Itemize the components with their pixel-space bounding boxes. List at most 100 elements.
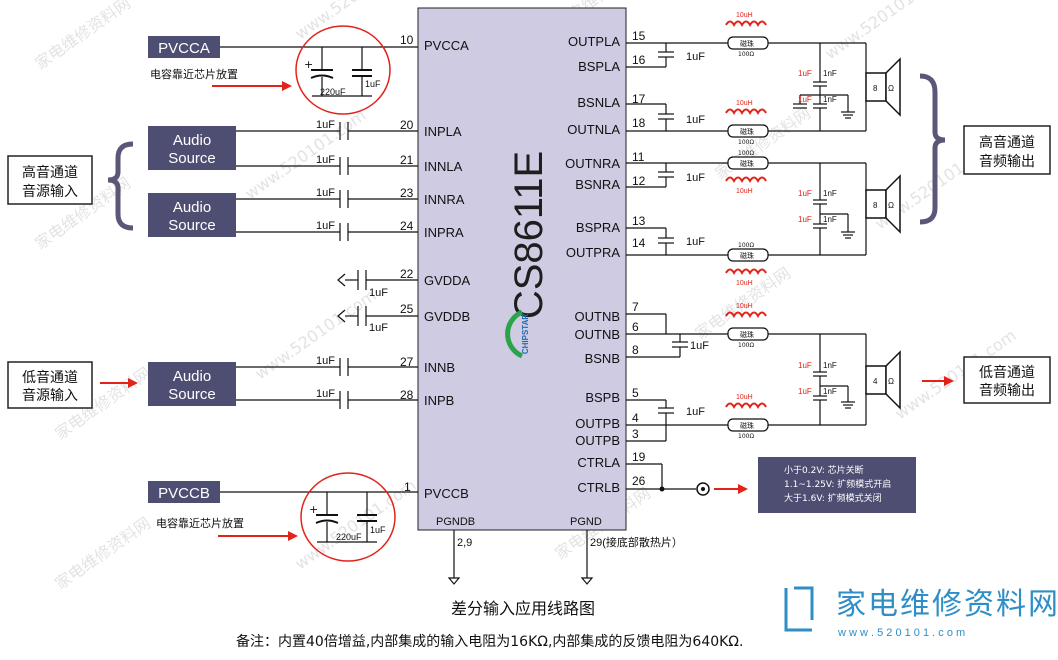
svg-text:+: + [304, 58, 313, 71]
svg-text:1uF: 1uF [686, 172, 705, 184]
bead-label-6: 磁珠 [740, 421, 754, 430]
svg-text:8: 8 [873, 84, 878, 93]
svg-text:Audio: Audio [173, 368, 211, 385]
pin-num-21: 21 [400, 153, 414, 167]
pin-label-outnla: OUTNLA [567, 122, 620, 137]
inductor-label-4: 10uH [736, 280, 753, 287]
pin-num-8: 8 [632, 343, 639, 357]
pin-num-pgndb: 2,9 [457, 537, 472, 549]
pin-label-ctrlb: CTRLB [577, 480, 620, 495]
ferrite-bead-4 [727, 248, 769, 262]
inductor-6 [725, 402, 767, 410]
inductor-5 [725, 311, 767, 319]
watermark-logo: 家电维修资料网 w w w . 5 2 0 1 0 1 . c o m [784, 586, 1058, 639]
pin-label-gvdda: GVDDA [424, 273, 471, 288]
high-output-label: 高音通道 音频输出 [963, 125, 1051, 175]
svg-text:家电维修资料网: 家电维修资料网 [836, 587, 1058, 622]
svg-text:高音通道: 高音通道 [22, 164, 78, 181]
pin-num-26: 26 [632, 474, 646, 488]
pin-num-18: 18 [632, 116, 646, 130]
pin-num-23: 23 [400, 186, 414, 200]
cap-note-top: 电容靠近芯片放置 [150, 67, 238, 81]
pin-label-bsnla: BSNLA [577, 95, 620, 110]
pin-label-bspla: BSPLA [578, 59, 620, 74]
ground-symbols-bottom [447, 530, 594, 585]
bead-label-1: 磁珠 [740, 39, 754, 48]
svg-text:音频输出: 音频输出 [979, 382, 1035, 399]
pin-num-25: 25 [400, 302, 414, 316]
decoupling-caps-top: + 220uF 1uF [295, 25, 391, 115]
bead-resistance-5: 100Ω [738, 342, 754, 349]
svg-text:1nF: 1nF [823, 387, 837, 396]
ferrite-bead-1 [727, 36, 769, 50]
svg-text:Ω: Ω [888, 84, 894, 93]
inductor-label-1: 10uH [736, 12, 753, 19]
pin-num-20: 20 [400, 118, 414, 132]
watermark-text-1: 家电维修资料网 [31, 0, 134, 73]
pin-num-3: 3 [632, 427, 639, 441]
ferrite-bead-6 [727, 418, 769, 432]
bead-resistance-3: 100Ω [738, 150, 754, 157]
pin-num-13: 13 [632, 214, 646, 228]
svg-text:1uF: 1uF [316, 154, 335, 166]
svg-text:220uF: 220uF [336, 532, 362, 542]
diagram-note: 备注：内置40倍增益,内部集成的输入电阻为16KΩ,内部集成的反馈电阻为640K… [236, 633, 743, 650]
svg-text:1nF: 1nF [823, 189, 837, 198]
pin-label-outpra: OUTPRA [566, 245, 621, 260]
pin-label-pgndb: PGNDB [436, 516, 475, 528]
svg-text:8: 8 [873, 201, 878, 210]
svg-text:高音通道: 高音通道 [979, 134, 1035, 151]
pin-label-bsnb: BSNB [585, 351, 620, 366]
pin-label-outpb-3: OUTPB [575, 433, 620, 448]
watermark-text-10: www.520101.com [251, 286, 379, 384]
svg-text:1uF: 1uF [365, 79, 381, 89]
audio-source-low: Audio Source [148, 362, 236, 406]
diagram-caption: 差分输入应用线路图 [451, 599, 595, 618]
ferrite-bead-2 [727, 124, 769, 138]
pin-label-bspb: BSPB [585, 390, 620, 405]
pin-num-24: 24 [400, 219, 414, 233]
pin-label-innra: INNRA [424, 192, 465, 207]
speaker-high-top: 8 Ω [865, 58, 901, 116]
pin-num-11: 11 [632, 150, 645, 164]
pin-label-pvccb: PVCCB [424, 486, 469, 501]
pin-label-bspra: BSPRA [576, 220, 620, 235]
svg-text:4: 4 [873, 377, 878, 386]
svg-text:1uF: 1uF [316, 388, 335, 400]
svg-text:1.1~1.25V: 扩频模式开启: 1.1~1.25V: 扩频模式开启 [784, 478, 891, 490]
pvcca-box [148, 36, 220, 58]
pin-num-6: 6 [632, 320, 639, 334]
pin-label-innla: INNLA [424, 159, 463, 174]
svg-text:1uF: 1uF [798, 387, 812, 396]
svg-text:1nF: 1nF [823, 361, 837, 370]
bead-label-2: 磁珠 [740, 127, 754, 136]
pin-label-outnb-6: OUTNB [575, 327, 621, 342]
bead-label-4: 磁珠 [740, 251, 754, 260]
bead-label-3: 磁珠 [740, 159, 754, 168]
svg-text:Ω: Ω [888, 201, 894, 210]
svg-text:Source: Source [168, 386, 216, 403]
svg-text:1uF: 1uF [686, 114, 705, 126]
chip-name: CS8611E [507, 151, 551, 319]
pin-label-pgnd: PGND [570, 516, 602, 528]
svg-text:1uF: 1uF [686, 236, 705, 248]
chipstar-logo: CHIPSTAR [505, 309, 530, 359]
pin-label-outpla: OUTPLA [568, 34, 620, 49]
watermark-text-7: 家电维修资料网 [711, 103, 814, 183]
pvccb-box [148, 481, 220, 503]
svg-text:1uF: 1uF [798, 361, 812, 370]
pin-label-outnb-7: OUTNB [575, 309, 621, 324]
pin-num-27: 27 [400, 355, 414, 369]
pin-num-pgnd: 29(接底部散热片） [590, 535, 683, 549]
decoupling-caps-bottom: + 220uF 1uF [300, 472, 396, 562]
svg-text:低音通道: 低音通道 [979, 364, 1035, 381]
svg-text:音源输入: 音源输入 [22, 183, 78, 200]
chip-body [417, 7, 627, 531]
inductor-2 [725, 108, 767, 116]
svg-text:Audio: Audio [173, 132, 211, 149]
ferrite-bead-3 [727, 156, 769, 170]
output-brace [919, 73, 946, 225]
pin-num-19: 19 [632, 450, 646, 464]
input-brace [107, 141, 134, 231]
pin-label-inpra: INPRA [424, 225, 464, 240]
